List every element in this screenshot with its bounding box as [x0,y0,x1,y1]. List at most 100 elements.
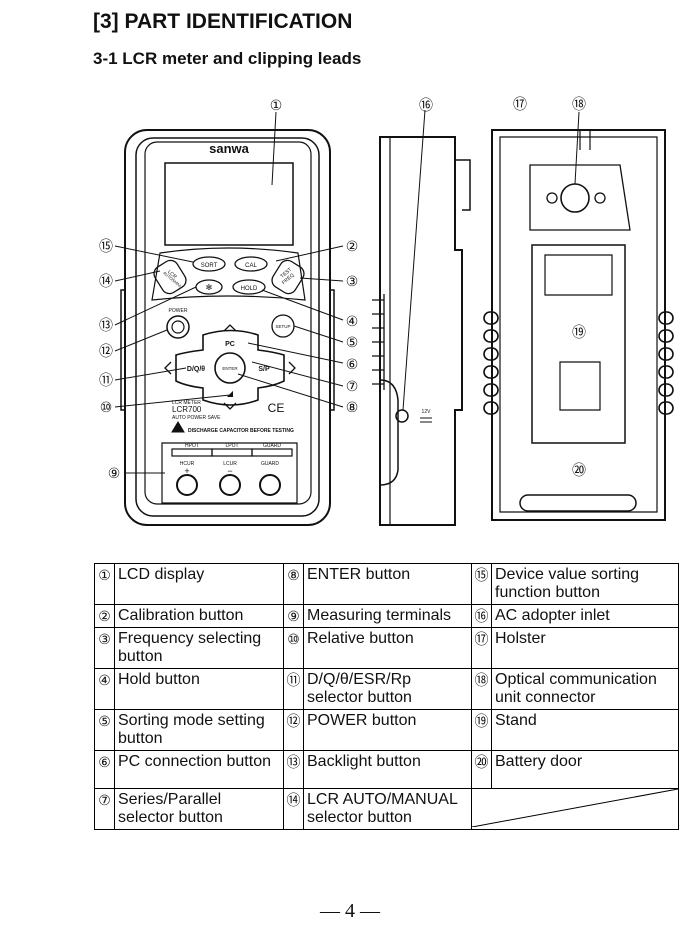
part-label: Hold button [114,668,284,710]
part-label: Backlight button [303,750,472,789]
minus-sign: − [227,466,232,476]
hcur-label: HCUR [180,461,195,467]
callout-11: ⑪ [99,373,113,389]
callout-13: ⑬ [99,318,113,334]
battery-door-slot [519,494,637,512]
terminal-lcur[interactable] [219,474,241,496]
enter-button[interactable] [214,352,246,384]
part-num: ⑩ [283,627,304,669]
plus-sign: + [184,466,189,476]
callout-1: ① [270,98,283,114]
guard-bottom-label: GUARD [261,461,279,467]
part-label: Battery door [491,750,679,789]
parts-table: ① LCD display ⑧ ENTER button ⑮ Device va… [94,563,679,830]
page-number: — 4 — [320,900,380,922]
pc-label: PC [225,341,235,348]
meter-face [144,141,312,505]
part-label: Optical communication unit connector [491,668,679,710]
part-label: Sorting mode setting button [114,709,284,751]
part-num: ⑪ [283,668,304,710]
callout-3: ③ [346,274,359,290]
part-label: Frequency selecting button [114,627,284,669]
part-label: POWER button [303,709,472,751]
part-num: ⑬ [283,750,304,789]
part-num: ① [94,563,115,605]
lcr-auto-manu-button[interactable] [151,257,189,296]
part-num: ⑳ [471,750,492,789]
hold-button[interactable] [232,279,266,295]
guard-top-label: GUARD [263,443,281,449]
part-num: ⑰ [471,627,492,669]
callout-18: ⑱ [572,97,586,113]
meter-outer-body [124,129,331,526]
direction-pad[interactable] [175,329,285,406]
part-num: ⑧ [283,563,304,605]
backlight-icon: ✻ [206,283,213,292]
table-row: ⑤ Sorting mode setting button ⑫ POWER bu… [94,709,679,751]
callout-6: ⑥ [346,357,359,373]
part-label: Relative button [303,627,472,669]
table-row: ② Calibration button ⑨ Measuring termina… [94,604,679,628]
part-num: ⑫ [283,709,304,751]
callout-4: ④ [346,314,359,330]
warning-icon [171,421,185,433]
ac-adapter-inlet[interactable] [395,409,409,423]
part-num: ⑯ [471,604,492,628]
cal-label: CAL [245,263,257,269]
optical-connector-mount [529,164,631,231]
model-line3: AUTO POWER SAVE [172,415,221,421]
callout-14: ⑭ [99,274,113,290]
brand-logo: sanwa [209,141,250,156]
callout-19: ⑲ [572,325,586,341]
sp-label: S/P [258,366,270,373]
part-num: ⑦ [94,788,115,830]
sort-label: SORT [201,263,218,269]
model-line1: LCR METER [172,400,201,406]
meter-side-view [379,136,463,526]
callout-12: ⑫ [99,344,113,360]
hpot-label: HPOT [185,443,199,449]
terminal-hcur[interactable] [176,474,198,496]
part-num: ⑥ [94,750,115,789]
callout-5: ⑤ [346,335,359,351]
optical-connector [560,183,590,213]
test-freq-button[interactable] [269,257,307,296]
callout-9: ⑨ [108,466,121,482]
table-row: ⑦ Series/Parallel selector button ⑭ LCR … [94,788,679,830]
part-num: ⑭ [283,788,304,830]
terminal-guard[interactable] [259,474,281,496]
part-label: Stand [491,709,679,751]
callout-10: ⑩ [100,400,113,416]
callout-7: ⑦ [346,379,359,395]
adapter-voltage-label: 12V [422,409,432,415]
lpot-label: LPOT [225,443,238,449]
part-num: ④ [94,668,115,710]
part-label: LCD display [114,563,284,605]
enter-label: ENTER [222,366,238,371]
callout-8: ⑧ [346,400,359,416]
table-row: ④ Hold button ⑪ D/Q/θ/ESR/Rp selector bu… [94,668,679,710]
cal-button[interactable] [234,256,268,272]
callout-15: ⑮ [99,239,113,255]
power-label: POWER [169,308,188,314]
dq-label: D/Q/θ [187,366,205,373]
sort-button[interactable] [192,256,226,272]
part-num: ⑱ [471,668,492,710]
terminal-panel [161,442,298,504]
part-label: AC adopter inlet [491,604,679,628]
button-panel [151,247,306,301]
part-label: Device value sorting function button [491,563,679,605]
part-label: Measuring terminals [303,604,472,628]
model-line2: LCR700 [172,405,202,414]
part-num: ⑤ [94,709,115,751]
stand [531,244,626,444]
section-title: [3] PART IDENTIFICATION [93,10,353,33]
power-button[interactable] [166,315,190,339]
ce-mark: CE [268,401,285,415]
part-label: Series/Parallel selector button [114,788,284,830]
lcr-label: LCR [166,269,178,280]
empty-cell-diagonal [472,789,678,827]
table-row: ⑥ PC connection button ⑬ Backlight butto… [94,750,679,789]
part-label: Holster [491,627,679,669]
lcd-display [164,162,294,246]
